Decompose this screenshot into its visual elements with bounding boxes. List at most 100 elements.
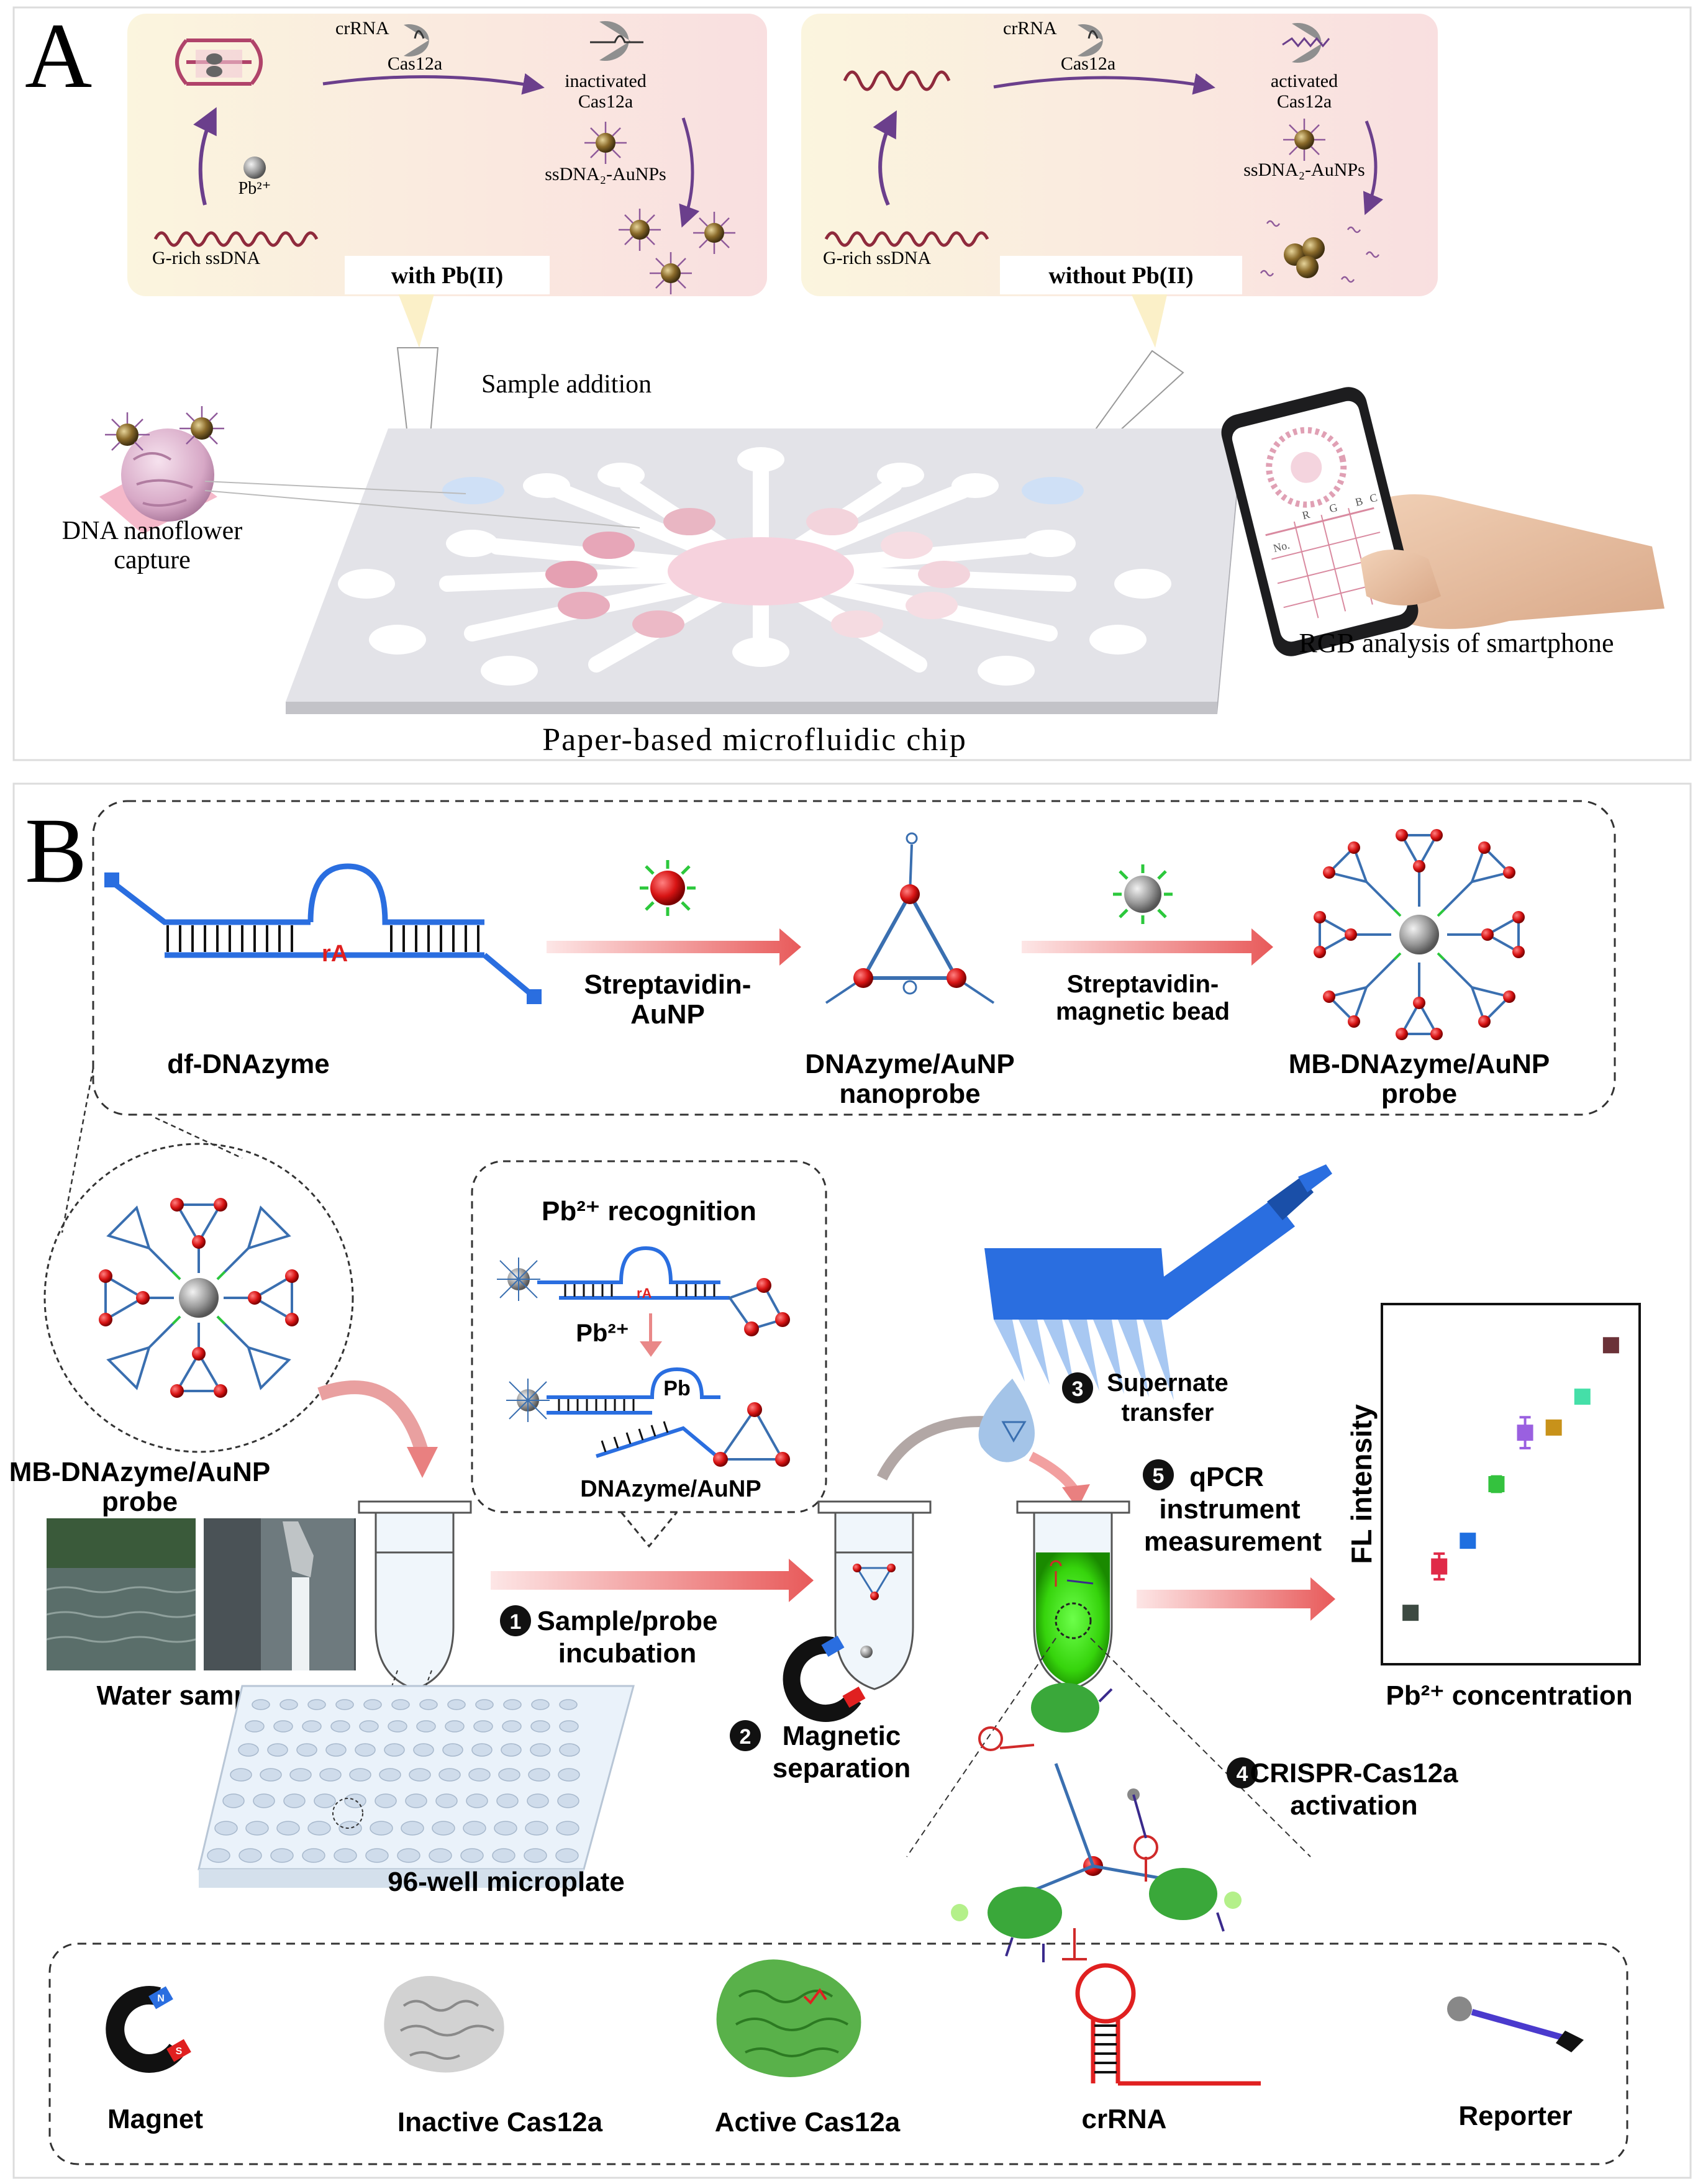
chip-inlet-right [1022, 477, 1084, 504]
microplate-96-well-icon [198, 1685, 635, 1888]
legend-inactive-cas12a-label: Inactive Cas12a [397, 2107, 603, 2137]
df-dnazyme-icon [104, 863, 542, 1004]
step-5-label-3: measurement [1144, 1526, 1322, 1557]
supernate-drop-icon [978, 1379, 1035, 1462]
step-1-label: Sample/probe [537, 1606, 718, 1636]
panel-a: A Pb²⁺ G-rich ssDNA crRNA [12, 4, 1692, 761]
step-4-badge: 4 [1237, 1762, 1248, 1786]
tube-3-glowing-icon [1016, 1500, 1130, 1690]
g-rich-ssdna-icon [153, 231, 319, 247]
df-dnazyme-label: df-DNAzyme [167, 1049, 330, 1079]
multichannel-pipette-icon [984, 1164, 1332, 1400]
dna-nanoflower-icon [99, 406, 640, 534]
chart-x-axis-label: Pb²⁺ concentration [1386, 1680, 1632, 1711]
legend-magnet-icon: N S [106, 1986, 191, 2073]
with-pb-box: Pb²⁺ G-rich ssDNA crRNA Cas12a inactivat… [127, 14, 767, 348]
streptavidin-mb-label-2: magnetic bead [1056, 998, 1230, 1025]
step-5-arrow [1137, 1577, 1335, 1621]
streptavidin-aunp-label: Streptavidin- [584, 969, 752, 1000]
streptavidin-magnetic-bead-icon [1113, 864, 1173, 924]
dna-nanoflower-label-2: capture [114, 546, 191, 574]
recognition-before-icon [497, 1246, 790, 1336]
crrna-label: crRNA [335, 18, 389, 39]
without-pb-tag: without Pb(II) [1048, 263, 1193, 289]
pb-recognition-box [471, 1160, 827, 1513]
dispersed-aunps-icon [619, 209, 735, 294]
g-quadruplex-icon [175, 39, 263, 86]
mb-probe-label-2: probe [102, 1487, 178, 1517]
cas12a-label: Cas12a [388, 53, 442, 74]
step-2-label: Magnetic [783, 1721, 901, 1751]
mb-probe-label-top: MB-DNAzyme/AuNP [1289, 1049, 1550, 1079]
pb-ion-label: Pb²⁺ [238, 179, 271, 198]
phone-table-r: R [1301, 508, 1310, 522]
chip-central-zone [668, 537, 854, 605]
cas12a-icon [404, 24, 429, 57]
step-1-arrow [491, 1559, 814, 1602]
magnified-probe-circle [43, 1143, 354, 1453]
step-4-label: CRISPR-Cas12a [1250, 1758, 1458, 1788]
ssdna-aunp-icon-2 [1283, 119, 1325, 161]
unfolded-ssdna-icon [843, 70, 951, 91]
chart-data-point [1488, 1476, 1505, 1492]
crispr-activation-complex-icon [951, 1683, 1242, 1962]
streptavidin-mb-label: Streptavidin- [1067, 971, 1219, 998]
chart-frame [1381, 1303, 1641, 1665]
step-1-badge: 1 [510, 1610, 522, 1634]
ra-site-label: rA [322, 941, 348, 967]
mb-dnazyme-aunp-probe-icon [1314, 829, 1525, 1040]
magnet-n-label: N [157, 1993, 165, 2004]
chart-data-point [1602, 1337, 1619, 1354]
g-rich-ssdna-icon-2 [824, 231, 989, 247]
legend-box [48, 1942, 1628, 2165]
chart-marks [1402, 1337, 1619, 1621]
inactivated-cas-label: Cas12a [578, 91, 633, 112]
inactivated-label: inactivated [565, 71, 647, 91]
arrow-to-nanoprobe [547, 928, 801, 966]
phone-table-b: B [1354, 495, 1364, 509]
step-1-label-2: incubation [558, 1638, 696, 1669]
chart-data-point [1574, 1389, 1591, 1405]
tube-1-icon [358, 1500, 472, 1690]
step-5-label: qPCR [1189, 1462, 1264, 1492]
step-2-label-2: separation [773, 1753, 911, 1783]
step-3-badge: 3 [1072, 1377, 1084, 1401]
smartphone-in-hand-icon: No. R G B C [1221, 387, 1664, 656]
chip-detection-zones [545, 508, 970, 638]
probe-prep-box [92, 800, 1616, 1116]
step-3-label-2: transfer [1122, 1399, 1214, 1426]
cas12a-icon-2 [1078, 24, 1103, 57]
step-2-badge: 2 [740, 1725, 752, 1749]
recognition-pb2-label: Pb²⁺ [576, 1320, 629, 1347]
mb-probe-magnified-icon [99, 1198, 299, 1398]
arrow-to-mb-probe [1022, 928, 1273, 966]
chip-caption: Paper-based microfluidic chip [542, 722, 967, 758]
magnet-s-label: S [176, 2046, 183, 2057]
ssdna-aunps-label: ssDNA₂-AuNPs [545, 164, 666, 184]
aggregated-aunps-icon [1260, 220, 1380, 283]
chart-y-axis-label: FL intensity [1345, 1404, 1378, 1564]
crrna-label-2: crRNA [1003, 18, 1057, 39]
legend-crrna-icon [1075, 1963, 1261, 2086]
phone-table-g: G [1328, 501, 1338, 515]
pb-ion-icon [243, 156, 266, 179]
dna-nanoflower-label: DNA nanoflower [62, 517, 242, 545]
legend-reporter-icon [1447, 1996, 1584, 2052]
step-5-label-2: instrument [1159, 1494, 1301, 1525]
step-5-badge: 5 [1153, 1464, 1165, 1488]
legend-active-cas12a-label: Active Cas12a [715, 2107, 901, 2137]
recognition-pb-label: Pb [663, 1377, 690, 1400]
cas12a-label-2: Cas12a [1061, 53, 1115, 74]
without-pb-box: G-rich ssDNA crRNA Cas12a activated Cas1… [801, 14, 1438, 348]
step-3-label: Supernate [1107, 1369, 1228, 1397]
mb-probe-label: MB-DNAzyme/AuNP [9, 1457, 270, 1487]
chart-data-point [1402, 1605, 1419, 1621]
ssdna-aunp-icon [584, 122, 627, 164]
activated-label: activated [1271, 71, 1338, 91]
legend-active-cas12a-icon [716, 1959, 861, 2077]
chip-end-wells [338, 447, 1171, 686]
ssdna-aunps-label-2: ssDNA₂-AuNPs [1243, 160, 1365, 180]
g-rich-ssdna-label-2: G-rich ssDNA [823, 248, 931, 268]
microplate-label: 96-well microplate [388, 1867, 624, 1897]
